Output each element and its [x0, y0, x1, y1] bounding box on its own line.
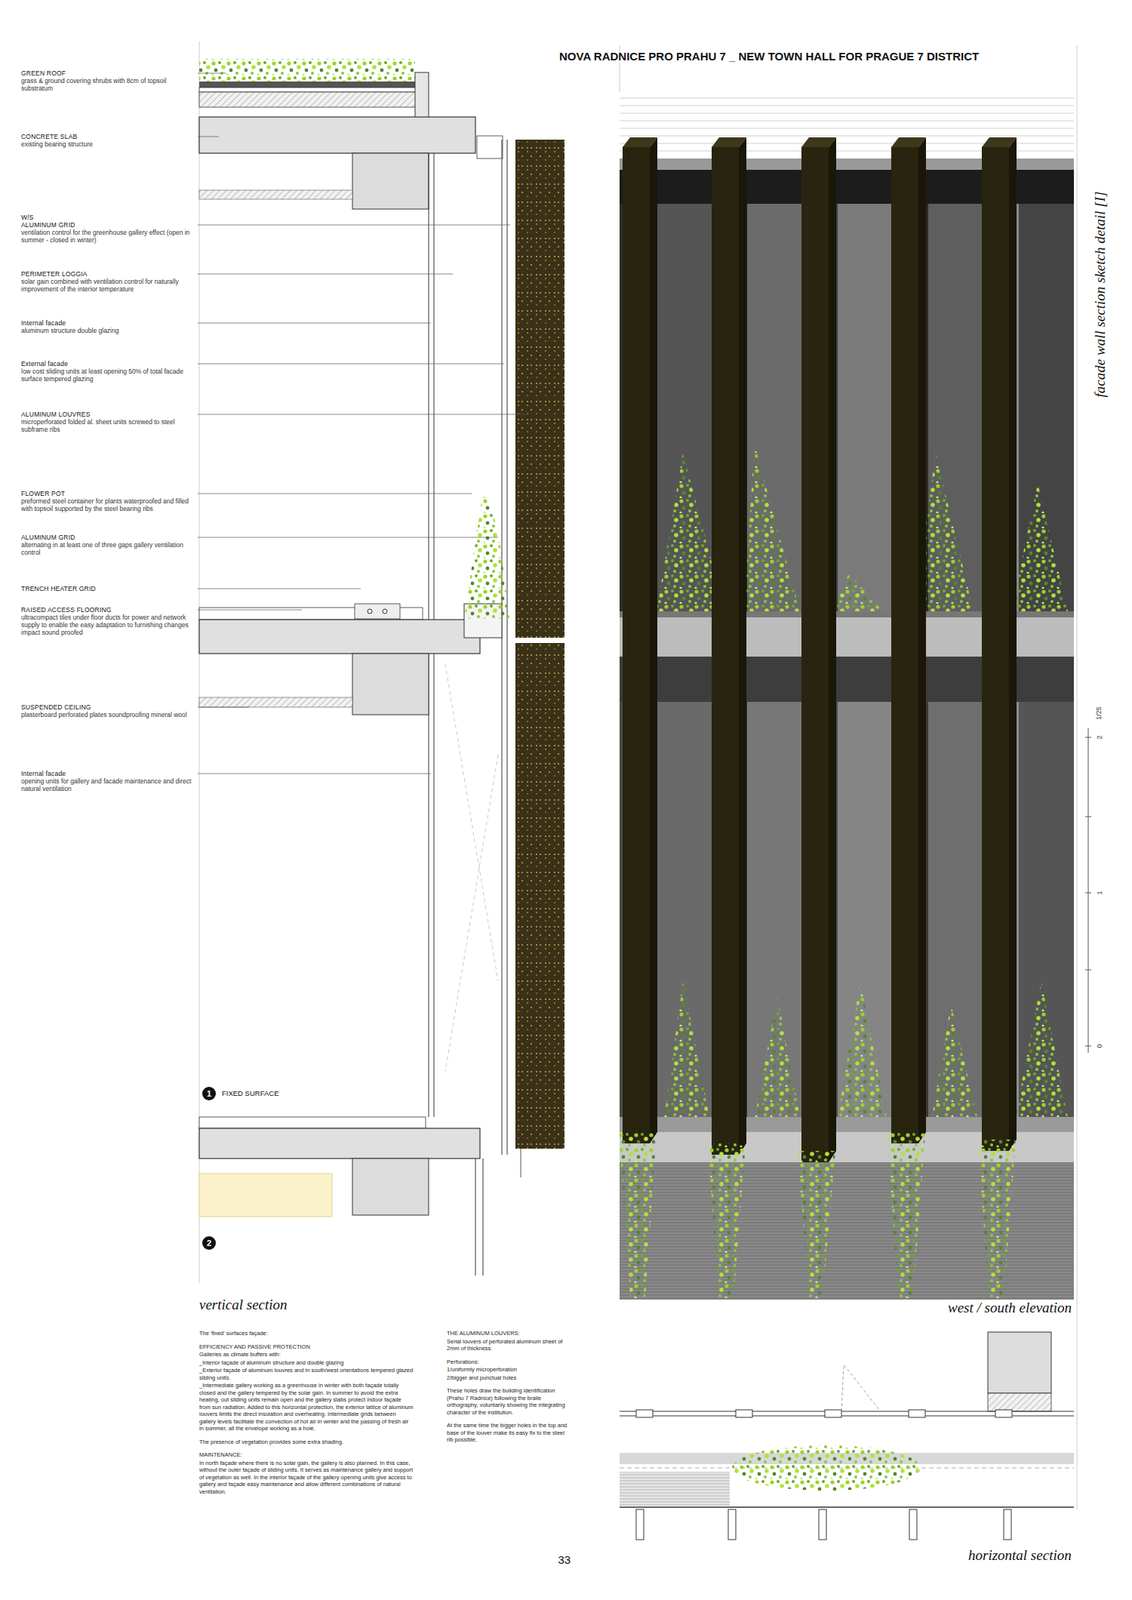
- note-text: THE ALUMINUM LOUVERS:: [446, 1329, 572, 1338]
- callout-number: 2: [206, 1239, 212, 1248]
- callout-text: plasterboard perforated plates soundproo…: [21, 710, 195, 719]
- scale-label: 1/25: [1095, 706, 1103, 720]
- callout-heading: Internal facade: [21, 319, 195, 327]
- note-text: 1/uniformly microperforation: [446, 1365, 572, 1374]
- note-text: _Interior façade of aluminum structure a…: [199, 1359, 414, 1367]
- note-text: In north façade where there is no solar …: [199, 1459, 414, 1496]
- callout-text: alternating in at least one of three gap…: [21, 541, 195, 557]
- callout-circle: 2: [202, 1236, 216, 1250]
- note-text: Perforations:: [446, 1358, 572, 1366]
- callout-heading: External facade: [21, 359, 195, 368]
- marker-label: FIXED SURFACE: [221, 1088, 280, 1098]
- callout-text: preformed steel container for plants wat…: [21, 497, 195, 513]
- callout-text: low cost sliding units at least opening …: [21, 367, 195, 383]
- callout: External facadelow cost sliding units at…: [21, 359, 195, 383]
- note-text: EFFICIENCY AND PASSIVE PROTECTION: [199, 1343, 414, 1351]
- note-text: Galleries as climate buffers with:: [199, 1350, 414, 1359]
- callout: GREEN ROOFgrass & ground covering shrubs…: [21, 69, 195, 93]
- callout-text: ultracompact tiles under floor ducts for…: [21, 613, 195, 637]
- callout-heading: GREEN ROOF: [21, 69, 195, 77]
- note-text: MAINTENANCE:: [199, 1451, 414, 1459]
- callout-text: aluminum structure double glazing: [21, 326, 195, 335]
- text-column: The 'fixed' surfaces façade: EFFICIENCY A…: [199, 1329, 414, 1496]
- note-text: Serial louvers of perforated aluminum sh…: [446, 1338, 572, 1353]
- callout-text: existing bearing structure: [21, 140, 195, 148]
- note-text: At the same time the bigger holes in the…: [446, 1421, 572, 1444]
- callout: PERIMETER LOGGIAsolar gain combined with…: [21, 270, 195, 293]
- callout-heading: W/S: [21, 213, 195, 222]
- note-text: These holes draw the building identifica…: [446, 1387, 572, 1416]
- callout-heading: SUSPENDED CEILING: [21, 703, 195, 711]
- callout-text: solar gain combined with ventilation con…: [21, 277, 195, 293]
- scale-number: 1: [1095, 890, 1103, 895]
- note-text: _Intermediate gallery working as a green…: [199, 1381, 414, 1433]
- callout-heading: FLOWER POT: [21, 489, 195, 498]
- note-text: 2/bigger and punctual holes: [446, 1374, 572, 1382]
- callout: CONCRETE SLABexisting bearing structure: [21, 132, 195, 148]
- callout-heading: ALUMINUM GRID: [21, 533, 195, 542]
- callout: ALUMINUM GRIDalternating in at least one…: [21, 533, 195, 557]
- callout-text: grass & ground covering shrubs with 8cm …: [21, 76, 195, 93]
- callout-heading: PERIMETER LOGGIA: [21, 270, 195, 278]
- callout-heading: TRENCH HEATER GRID: [21, 584, 195, 593]
- drawing-caption: vertical section: [199, 1296, 288, 1314]
- text-column: THE ALUMINUM LOUVERS:Serial louvers of p…: [446, 1329, 572, 1445]
- scale-number: 0: [1095, 1043, 1103, 1048]
- callout-heading: Internal facade: [21, 769, 195, 778]
- callout: RAISED ACCESS FLOORINGultracompact tiles…: [21, 605, 195, 637]
- callout: SUSPENDED CEILINGplasterboard perforated…: [21, 703, 195, 719]
- callout: W/SALUMINUM GRIDventilation control for …: [21, 213, 195, 244]
- callout: FLOWER POTpreformed steel container for …: [21, 489, 195, 513]
- note-text: _Exterior façade of aluminum louvres and…: [199, 1366, 414, 1382]
- callout-text: microperforated folded al. sheet units s…: [21, 418, 195, 434]
- callout-heading: CONCRETE SLAB: [21, 132, 195, 141]
- page-number: 33: [558, 1553, 572, 1566]
- callout-number: 1: [206, 1089, 212, 1099]
- callout-circle: 1: [202, 1086, 216, 1101]
- callout-heading: ALUMINUM GRID: [21, 221, 195, 229]
- sheet-title: NOVA RADNICE PRO PRAHU 7 _ NEW TOWN HALL…: [559, 49, 979, 63]
- callout-heading: ALUMINUM LOUVRES: [21, 410, 195, 419]
- sheet-subtitle: facade wall section sketch detail [I]: [1092, 191, 1109, 398]
- callout: ALUMINUM LOUVRESmicroperforated folded a…: [21, 410, 195, 434]
- callout-heading: RAISED ACCESS FLOORING: [21, 605, 195, 614]
- note-text: The 'fixed' surfaces façade:: [199, 1329, 414, 1338]
- callout: Internal facadeopening units for gallery…: [21, 769, 195, 793]
- callout: Internal facadealuminum structure double…: [21, 319, 195, 335]
- callout: TRENCH HEATER GRID: [21, 584, 195, 593]
- scale-number: 2: [1095, 735, 1103, 739]
- callout-text: opening units for gallery and facade mai…: [21, 777, 195, 793]
- note-text: The presence of vegetation provides some…: [199, 1438, 414, 1446]
- drawing-caption: west / south elevation: [947, 1299, 1072, 1317]
- drawing-caption: horizontal section: [968, 1547, 1072, 1564]
- callout-text: ventilation control for the greenhouse g…: [21, 228, 195, 244]
